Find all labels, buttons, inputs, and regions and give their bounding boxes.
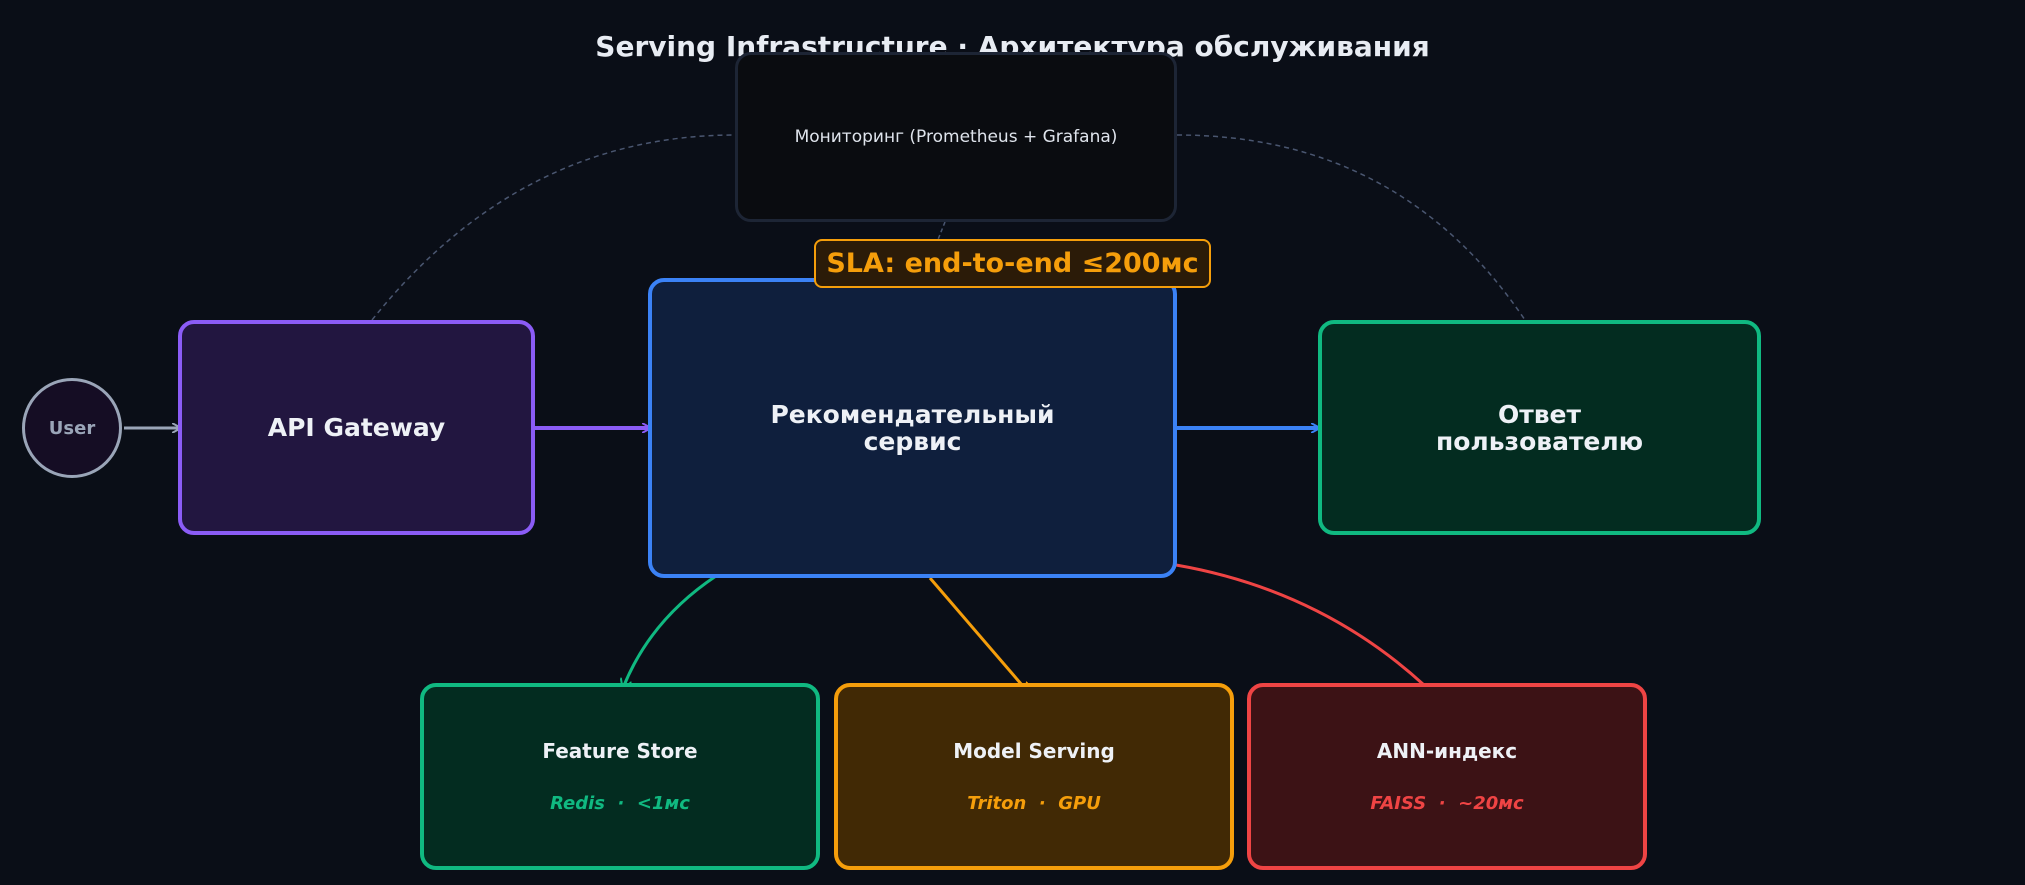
api-gateway-box: API Gateway	[178, 320, 535, 535]
model-serving-subtitle: Triton · GPU	[967, 793, 1101, 814]
ann-index-title: ANN-индекс	[1376, 739, 1518, 763]
response-box: Ответ пользователю	[1318, 320, 1761, 535]
arrow-service-to-model-serving	[928, 577, 1028, 692]
feature-store-title: Feature Store	[542, 739, 698, 763]
api-gateway-label: API Gateway	[267, 413, 446, 442]
ann-index-subtitle: FAISS · ~20мс	[1370, 793, 1524, 814]
feature-store-subtitle: Redis · <1мс	[550, 793, 690, 814]
monitor-link-service	[936, 221, 946, 243]
monitor-link-response	[1176, 134, 1526, 321]
recommendation-service-box: Рекомендательный сервис	[648, 278, 1177, 578]
model-serving-title: Model Serving	[953, 739, 1115, 763]
sla-badge: SLA: end-to-end ≤200мс	[814, 239, 1211, 288]
user-node: User	[22, 378, 122, 478]
response-label: Ответ пользователю	[1435, 399, 1644, 456]
monitor-link-gateway	[371, 134, 736, 321]
recommendation-service-label: Рекомендательный сервис	[770, 400, 1055, 456]
model-serving-box: Model Serving Triton · GPU	[834, 683, 1234, 870]
arrow-service-to-feature-store	[623, 574, 717, 688]
ann-index-box: ANN-индекс FAISS · ~20мс	[1247, 683, 1647, 870]
monitoring-box: Мониторинг (Prometheus + Grafana)	[735, 52, 1177, 222]
feature-store-box: Feature Store Redis · <1мс	[420, 683, 820, 870]
link-service-to-ann-index	[1175, 563, 1426, 687]
monitoring-label: Мониторинг (Prometheus + Grafana)	[794, 127, 1118, 147]
